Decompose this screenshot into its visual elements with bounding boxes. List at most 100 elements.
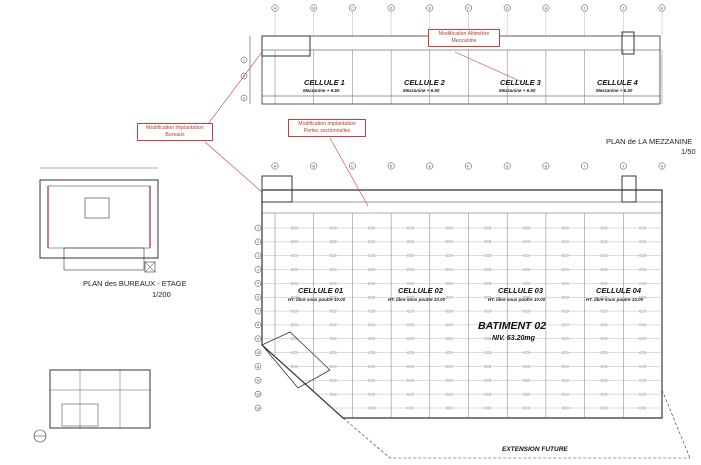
fixture-mark (562, 323, 569, 327)
fixture-mark (407, 365, 414, 368)
fixture-mark (445, 254, 453, 257)
fixture-mark (484, 226, 492, 230)
fixture-mark (639, 226, 646, 230)
office-plan-scale: 1/200 (152, 290, 171, 299)
fixture-mark (368, 393, 375, 396)
fixture-mark (484, 254, 492, 257)
fixture-mark (368, 337, 375, 340)
mezz-cell-1-name: CELLULE 1 (304, 78, 345, 87)
fixture-mark (600, 323, 608, 327)
column-marker: J (619, 162, 627, 170)
fixture-mark (329, 351, 337, 354)
row-marker: 10 (254, 349, 262, 356)
fixture-mark (291, 268, 298, 271)
fixture-mark (523, 337, 530, 340)
column-marker: F (465, 4, 472, 12)
svg-text:3: 3 (257, 254, 259, 258)
fixture-mark (445, 282, 453, 285)
column-marker: J (619, 4, 627, 12)
fixture-mark (484, 268, 492, 271)
fixture-mark (484, 351, 492, 354)
mezz-cell-3-sub: Mezzanine + 6.50 (499, 88, 536, 93)
row-marker: 1 (240, 56, 248, 64)
fixture-mark (639, 282, 646, 285)
fixture-mark (484, 309, 492, 313)
note-mezzanine-altimetry: Modification Altimétrie Mezzanine (428, 29, 500, 48)
fixture-mark (484, 240, 492, 243)
fixture-mark (600, 240, 608, 243)
fixture-mark (407, 240, 414, 243)
fixture-mark (445, 337, 453, 340)
column-marker: G (503, 162, 511, 170)
svg-text:A: A (274, 7, 277, 11)
svg-text:5: 5 (257, 282, 259, 286)
fixture-mark (523, 282, 530, 285)
fixture-mark (368, 254, 375, 257)
fixture-mark (523, 240, 530, 243)
fixture-mark (329, 254, 337, 257)
ground-cell-1-sub: HT. libre sous poutre 10.00 (288, 297, 346, 302)
fixture-mark (329, 309, 337, 313)
fixture-mark (291, 254, 298, 257)
fixture-mark (445, 268, 453, 271)
fixture-mark (329, 282, 337, 285)
fixture-mark (445, 365, 453, 368)
column-marker: C (348, 162, 356, 170)
ground-cell-4-name: CELLULE 04 (596, 286, 642, 295)
column-marker: B (310, 162, 318, 170)
column-marker: I (581, 4, 589, 12)
fixture-mark (600, 309, 608, 313)
fixture-mark (562, 393, 569, 396)
fixture-mark (329, 240, 337, 243)
column-marker: E (426, 162, 434, 170)
row-marker: 6 (254, 293, 262, 301)
fixture-mark (600, 296, 608, 299)
mezz-cell-1-sub: Mezzanine + 6.50 (303, 88, 340, 93)
fixture-mark (639, 379, 646, 382)
fixture-mark (523, 323, 530, 327)
mezzanine-plan-title: PLAN de LA MEZZANINE (606, 137, 693, 146)
svg-text:D: D (390, 165, 393, 169)
row-marker: 13 (254, 390, 262, 398)
svg-text:B: B (312, 7, 315, 11)
mezz-cell-2-name: CELLULE 2 (404, 78, 445, 87)
fixture-mark (407, 254, 414, 257)
fixture-mark (600, 268, 608, 271)
column-marker: K (658, 162, 666, 170)
fixture-mark (368, 379, 375, 382)
column-marker: B (310, 4, 318, 12)
fixture-mark (291, 309, 298, 313)
svg-text:K: K (661, 165, 664, 169)
fixture-mark (600, 365, 608, 368)
mezz-cell-4-sub: Mezzanine + 6.50 (596, 88, 633, 93)
fixture-mark (368, 406, 375, 410)
column-marker: C (348, 4, 356, 12)
row-marker: 11 (254, 363, 262, 370)
fixture-mark (562, 309, 569, 313)
fixture-mark (445, 351, 453, 354)
fixture-mark (523, 365, 530, 368)
fixture-mark (562, 337, 569, 340)
fixture-mark (445, 309, 453, 313)
row-marker: 8 (254, 321, 262, 329)
fixture-mark (329, 323, 337, 327)
fixture-mark (523, 254, 530, 257)
fixture-mark (407, 296, 414, 299)
fixture-mark (562, 296, 569, 299)
fixture-mark (329, 379, 337, 382)
fixture-mark (407, 268, 414, 271)
svg-text:F: F (467, 165, 470, 169)
ground-cell-1-name: CELLULE 01 (298, 286, 344, 295)
fixture-mark (368, 282, 375, 285)
fixture-mark (600, 254, 608, 257)
ground-cell-4-sub: HT. libre sous poutre 10.00 (586, 297, 644, 302)
fixture-mark (368, 296, 375, 299)
svg-text:B: B (312, 165, 315, 169)
fixture-mark (600, 282, 608, 285)
fixture-mark (445, 226, 453, 230)
fixture-mark (562, 226, 569, 230)
note-sectional-doors: Modification Implantation Portes section… (288, 119, 366, 138)
row-marker: 14 (254, 404, 262, 412)
fixture-mark (445, 393, 453, 396)
